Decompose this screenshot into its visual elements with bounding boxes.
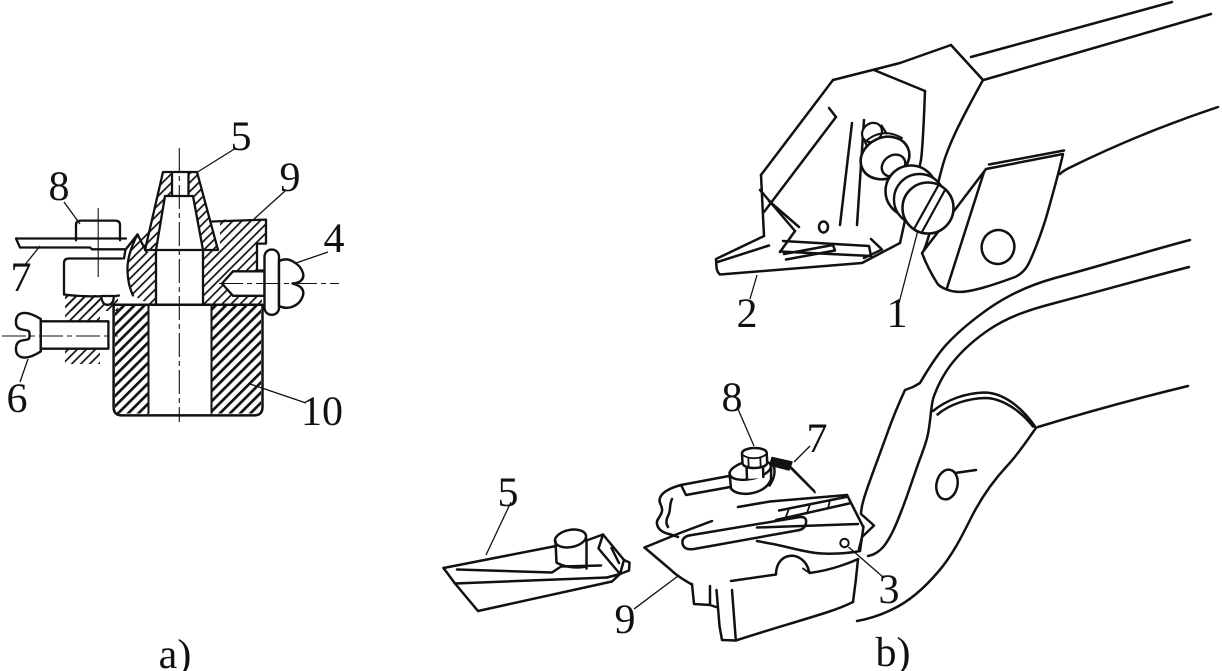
svg-text:7: 7 <box>11 255 32 301</box>
svg-text:a): a) <box>159 632 192 671</box>
svg-text:10: 10 <box>301 389 343 435</box>
svg-text:8: 8 <box>722 375 743 421</box>
svg-text:9: 9 <box>280 155 301 201</box>
svg-text:8: 8 <box>49 164 70 210</box>
svg-text:7: 7 <box>807 416 828 462</box>
svg-text:6: 6 <box>7 376 28 422</box>
svg-text:5: 5 <box>498 470 519 516</box>
svg-text:9: 9 <box>615 597 636 643</box>
svg-text:2: 2 <box>737 291 758 337</box>
svg-text:5: 5 <box>231 114 252 160</box>
svg-text:4: 4 <box>324 216 345 262</box>
svg-text:3: 3 <box>879 567 900 613</box>
svg-text:1: 1 <box>887 291 908 337</box>
svg-text:b): b) <box>876 630 911 671</box>
